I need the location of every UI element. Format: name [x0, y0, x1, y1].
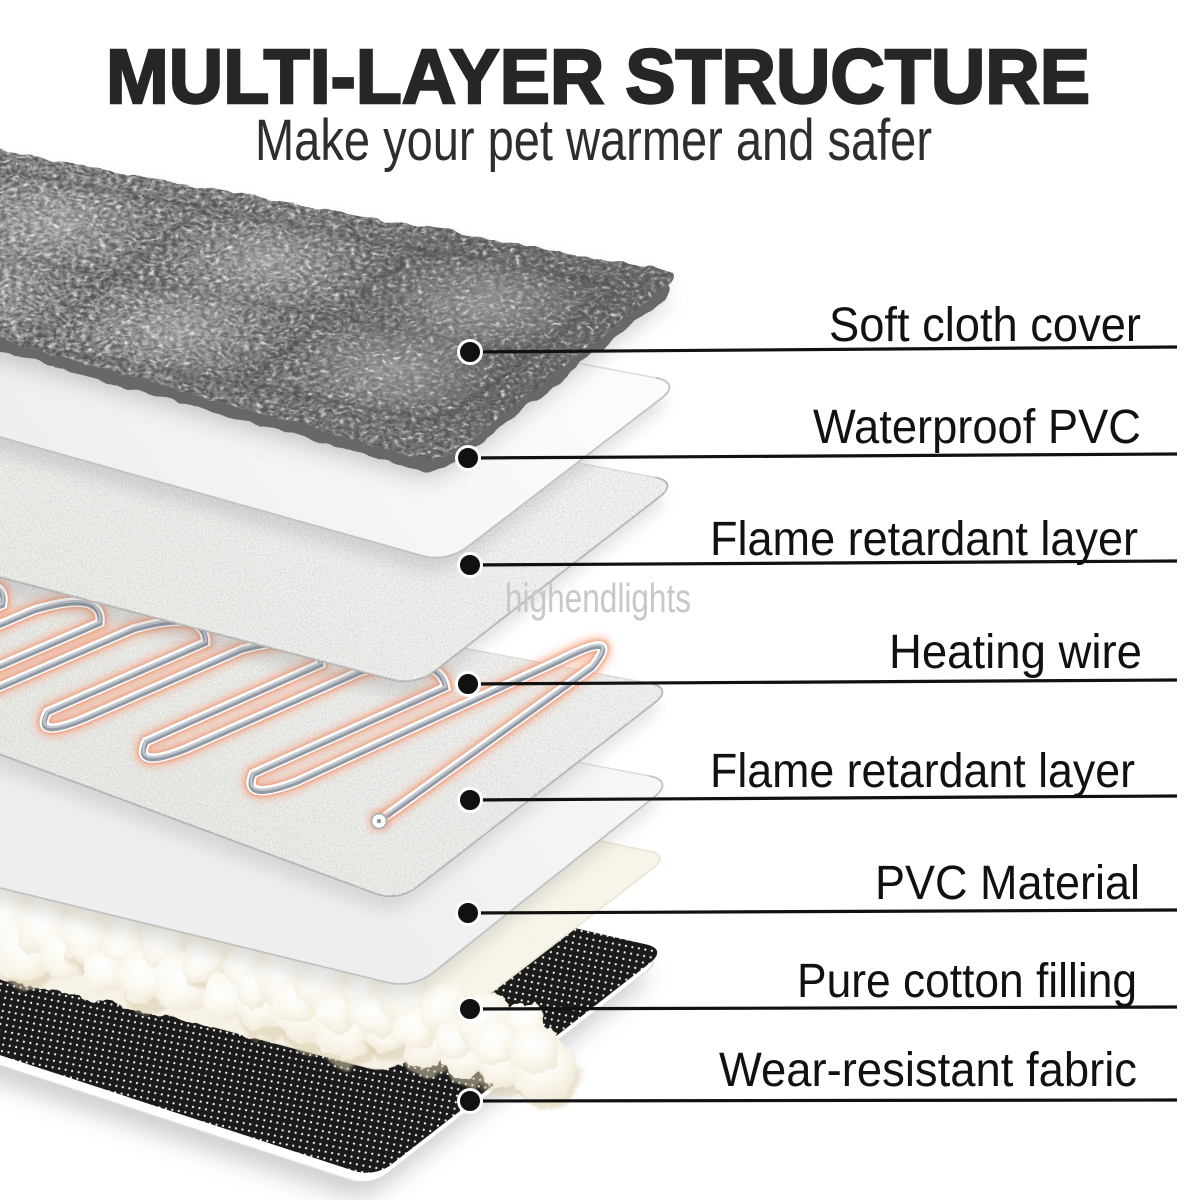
svg-text:Waterproof PVC: Waterproof PVC	[813, 401, 1141, 454]
svg-text:MULTI-LAYER STRUCTURE: MULTI-LAYER STRUCTURE	[106, 34, 1090, 120]
svg-text:Pure cotton filling: Pure cotton filling	[797, 955, 1137, 1008]
svg-text:Flame retardant layer: Flame retardant layer	[710, 513, 1138, 566]
svg-text:Wear-resistant fabric: Wear-resistant fabric	[719, 1044, 1137, 1097]
svg-text:highendlights: highendlights	[505, 575, 691, 621]
svg-text:PVC Material: PVC Material	[875, 857, 1140, 910]
svg-text:Make your pet warmer and safer: Make your pet warmer and safer	[255, 108, 932, 173]
svg-text:Heating wire: Heating wire	[889, 626, 1142, 679]
svg-text:Flame retardant layer: Flame retardant layer	[710, 745, 1135, 798]
svg-text:Soft cloth cover: Soft cloth cover	[829, 299, 1141, 352]
